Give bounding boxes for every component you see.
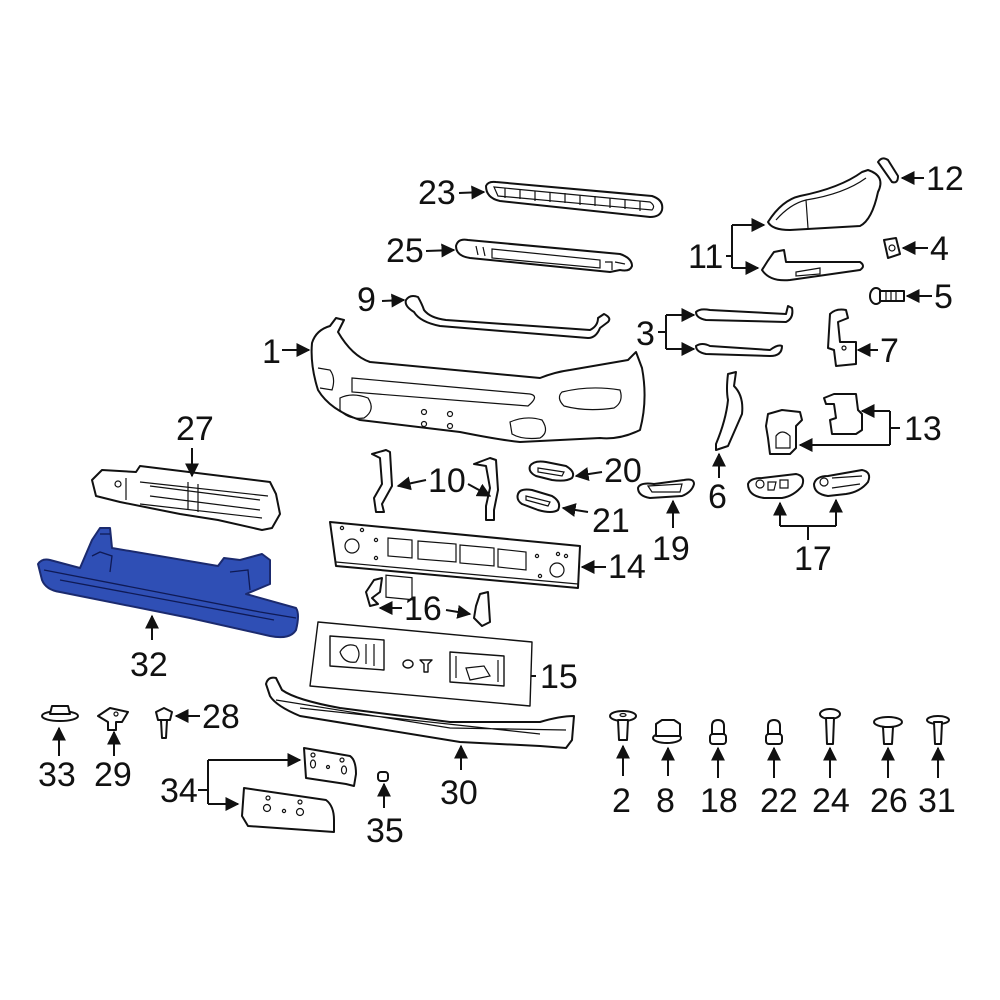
callout-31: 31 [918,782,956,820]
part-29-clip-nut[interactable] [97,707,129,731]
callout-26: 26 [870,782,908,820]
callout-18: 18 [700,782,738,820]
callout-20: 20 [604,452,642,490]
part-8-hex-nut[interactable] [652,719,682,744]
leader-3-bracket [658,315,667,349]
part-18-stud-nut[interactable] [709,719,727,745]
part-27-active-grille-shutter[interactable] [91,465,281,531]
callout-17: 17 [794,540,832,578]
part-3-fascia-seals[interactable] [695,305,794,357]
part-13-mounting-brackets[interactable] [765,393,863,455]
callout-13: 13 [904,410,942,448]
callout-7: 7 [880,332,899,370]
callout-34: 34 [160,772,198,810]
callout-21: 21 [592,502,630,540]
part-34-license-plate-brackets[interactable] [241,747,357,833]
callout-35: 35 [366,812,404,850]
callout-11: 11 [688,238,723,276]
part-10-support-brackets[interactable] [371,449,499,521]
part-14-lower-crossmember[interactable] [329,521,581,601]
callout-6: 6 [708,478,727,516]
part-15-tow-hook-kit[interactable] [309,621,533,707]
callout-23: 23 [418,174,456,212]
callout-28: 28 [202,698,240,736]
part-20-fog-bezel-upper[interactable] [528,460,575,482]
part-25-lower-grille-insert[interactable] [455,238,633,273]
callout-15: 15 [540,658,578,696]
leader-10b [467,483,492,497]
callout-10: 10 [428,462,466,500]
callout-33: 33 [38,756,76,794]
part-4-clip-nut[interactable] [883,237,901,259]
part-28-bolt[interactable] [155,707,173,739]
part-21-fog-bezel-lower[interactable] [516,488,561,513]
callout-16: 16 [404,590,442,628]
part-30-lower-valance[interactable] [265,676,575,749]
callout-25: 25 [386,232,424,270]
callout-4: 4 [930,230,949,268]
callout-2: 2 [612,782,631,820]
part-26-push-pin[interactable] [873,716,903,745]
callout-1: 1 [262,333,281,371]
leader-13-bracket [889,411,900,445]
part-32-bumper-reinforcement-beam[interactable] [37,527,299,639]
callout-24: 24 [812,782,850,820]
part-33-flange-nut[interactable] [41,705,79,722]
leader-11-bracket [726,225,733,268]
part-23-upper-grille-strip[interactable] [485,180,664,218]
leader-21 [561,503,589,517]
callout-8: 8 [656,782,675,820]
part-31-retainer[interactable] [926,715,950,745]
part-9-bumper-seal[interactable] [404,295,611,339]
callout-27: 27 [176,410,214,448]
leader-20 [574,467,603,482]
callout-14: 14 [608,548,646,586]
callout-9: 9 [357,281,376,319]
leader-34-bracket [198,760,209,804]
part-11-bumper-end-caps[interactable] [761,169,882,282]
leader-17-bracket [780,525,836,540]
part-17-fog-lamp-trims[interactable] [747,469,871,499]
part-1-front-bumper-fascia[interactable] [310,317,646,443]
callout-22: 22 [760,782,798,820]
part-16-brackets[interactable] [365,577,491,627]
part-22-stud-nut[interactable] [765,719,783,745]
part-7-bracket[interactable] [827,308,857,367]
callout-29: 29 [94,756,132,794]
callout-3: 3 [636,315,655,353]
leader-23 [458,185,486,200]
leader-9 [381,293,406,308]
part-12-end-cap-insert[interactable] [877,157,899,184]
callout-19: 19 [652,530,690,568]
leader-10a [396,476,427,491]
callout-30: 30 [440,774,478,812]
part-6-side-bracket[interactable] [715,371,744,451]
callout-32: 32 [130,646,168,684]
leader-25 [425,243,456,258]
part-2-push-pin[interactable] [609,710,637,741]
part-19-bezel[interactable] [637,478,695,499]
part-35-plug[interactable] [377,771,389,782]
leader-16b [445,605,472,619]
callout-12: 12 [926,160,964,198]
part-24-screw[interactable] [819,708,841,745]
part-5-bolt[interactable] [869,287,905,305]
callout-5: 5 [934,278,953,316]
